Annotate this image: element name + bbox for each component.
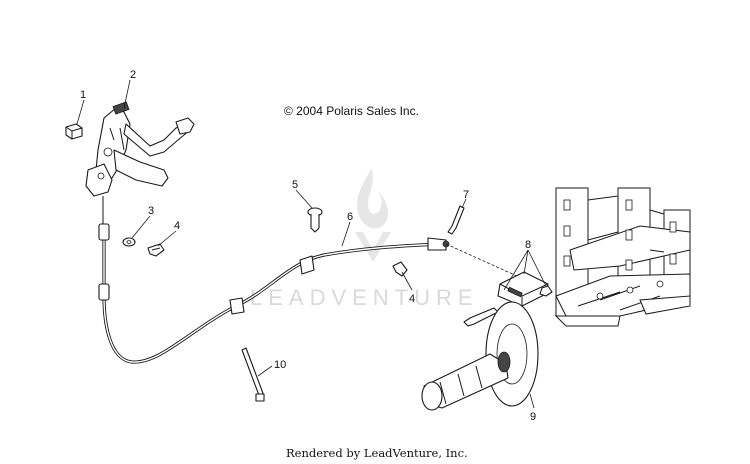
footer-text: Rendered by LeadVenture, Inc.	[286, 446, 468, 460]
part-1-bolt	[65, 123, 83, 140]
vehicle-frame	[554, 187, 691, 327]
part-6-brake-cable	[98, 223, 450, 364]
part-4-clip-left	[147, 243, 165, 257]
callout-3: 3	[148, 205, 154, 217]
leader-lines	[76, 79, 547, 409]
callout-4a: 4	[174, 220, 180, 232]
part-5-rivet	[307, 207, 323, 233]
leadventure-watermark: LEADVENTURE	[250, 168, 479, 310]
watermark-text: LEADVENTURE	[250, 285, 479, 310]
part-8-bracket-hardware	[445, 243, 553, 327]
part-2-pedal-bracket	[85, 101, 195, 226]
part-4-clip-right	[392, 261, 408, 277]
callout-10: 10	[274, 359, 286, 371]
callout-8: 8	[525, 239, 531, 251]
callout-7: 7	[463, 189, 469, 201]
part-3-washer	[122, 237, 136, 247]
part-9-brake-disc	[421, 301, 539, 411]
part-10-cable-tie	[241, 347, 265, 402]
callout-9: 9	[530, 411, 536, 423]
copyright-text: © 2004 Polaris Sales Inc.	[284, 104, 419, 118]
callout-2: 2	[130, 69, 136, 81]
callout-1: 1	[80, 89, 86, 101]
callout-6: 6	[347, 211, 353, 223]
part-7-pin	[447, 205, 465, 235]
callout-5: 5	[292, 179, 298, 191]
callout-4b: 4	[409, 293, 415, 305]
